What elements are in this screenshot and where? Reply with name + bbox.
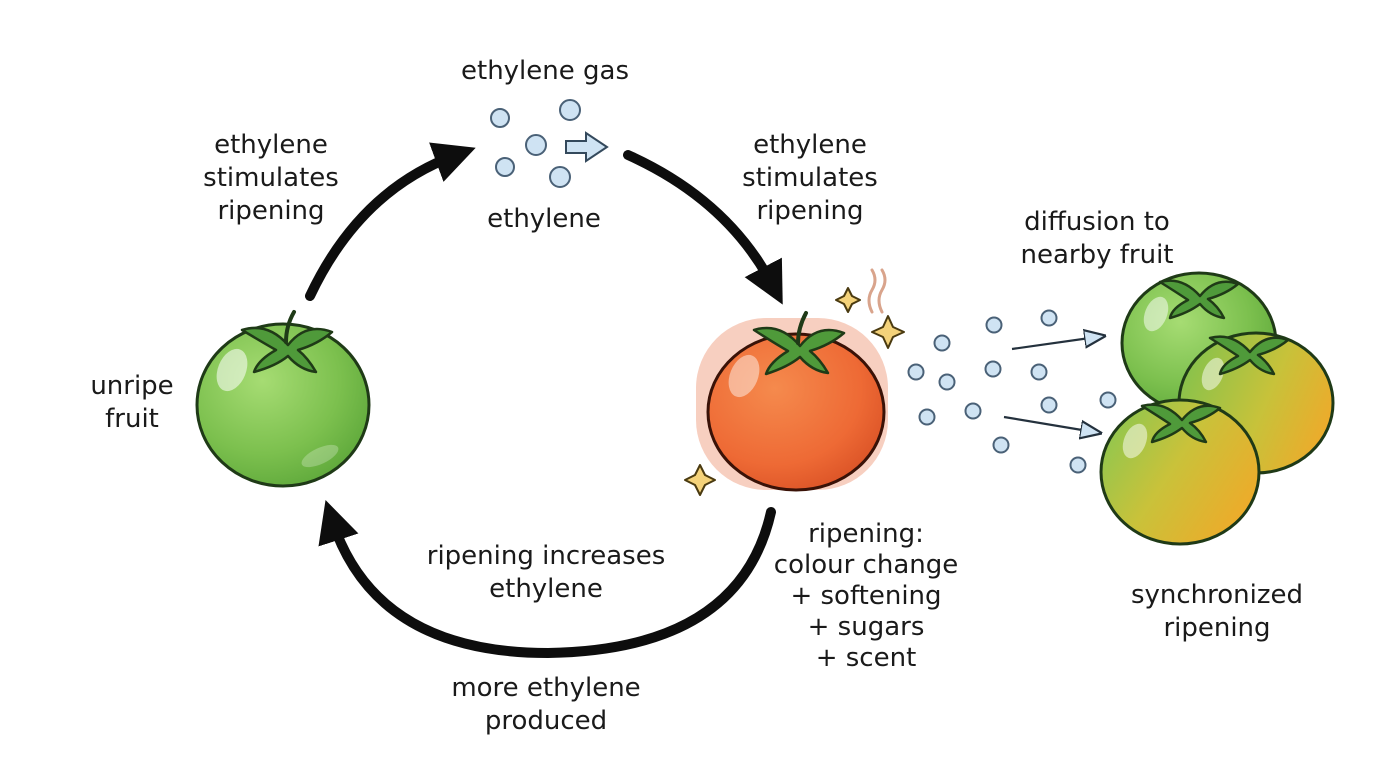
label-ethylene-small: ethylene	[487, 204, 601, 234]
scent-wave-icon	[867, 268, 887, 314]
leaf-calyx-icon	[752, 311, 846, 376]
label-more-ethylene-produced: more ethylene produced	[451, 673, 641, 736]
gas-molecule-icon	[1069, 456, 1087, 474]
diffusion-arrow-lower	[1003, 415, 1100, 433]
gas-molecule-icon	[490, 108, 510, 128]
leaf-calyx-icon	[1208, 335, 1290, 376]
gas-molecule-icon	[985, 316, 1003, 334]
gas-molecule-icon	[918, 408, 936, 426]
diffusion-molecules	[907, 309, 1117, 474]
label-synchronized-ripening: synchronized ripening	[1130, 580, 1304, 643]
gas-molecule-icon	[559, 99, 581, 121]
diffusion-arrow-upper	[1011, 336, 1104, 351]
arrow-unripe-to-ethylene	[305, 142, 476, 301]
ethylene-gas-cluster	[490, 99, 609, 188]
arrow-ethylene-to-ripe	[623, 150, 783, 305]
gas-molecule-icon	[525, 134, 547, 156]
unripe-fruit-illustration	[195, 310, 371, 488]
gas-molecule-icon	[1099, 391, 1117, 409]
gas-molecule-icon	[964, 402, 982, 420]
sparkle-icon	[835, 287, 861, 313]
gas-flow-arrow-icon	[565, 131, 609, 163]
synchronized-fruit-group	[1099, 271, 1335, 546]
label-unripe-fruit: unripe fruit	[90, 371, 174, 434]
nearby-fruit-front	[1099, 398, 1261, 546]
gas-molecule-icon	[907, 363, 925, 381]
label-left-stimulates-ripening: ethylene stimulates ripening	[203, 130, 339, 226]
leaf-calyx-icon	[1158, 279, 1240, 320]
gas-molecule-icon	[495, 157, 515, 177]
gas-molecule-icon	[992, 436, 1010, 454]
leaf-calyx-icon	[240, 310, 334, 374]
leaf-calyx-icon	[1140, 403, 1222, 444]
gas-molecule-icon	[1040, 309, 1058, 327]
gas-molecule-icon	[1040, 396, 1058, 414]
label-ethylene-gas: ethylene gas	[461, 56, 629, 86]
gas-molecule-icon	[1030, 363, 1048, 381]
arrow-ripe-back-to-unripe	[318, 500, 776, 659]
ripe-effects-sparkles	[684, 287, 905, 496]
gas-molecule-icon	[549, 166, 571, 188]
sparkle-icon	[871, 315, 905, 349]
diffusion-arrows	[1003, 336, 1104, 433]
gas-molecule-icon	[933, 334, 951, 352]
cycle-arrows	[305, 142, 783, 659]
label-ripening-increases-ethylene: ripening increases ethylene	[426, 541, 666, 604]
gas-molecule-icon	[984, 360, 1002, 378]
gas-molecule-icon	[938, 373, 956, 391]
label-diffusion-to-nearby-fruit: diffusion to nearby fruit	[1020, 207, 1174, 270]
sparkle-icon	[684, 464, 716, 496]
ripe-fruit-illustration	[696, 311, 888, 492]
label-ripening-effects: ripening: colour change + softening + su…	[773, 519, 959, 673]
label-right-stimulates-ripening: ethylene stimulates ripening	[742, 130, 878, 226]
